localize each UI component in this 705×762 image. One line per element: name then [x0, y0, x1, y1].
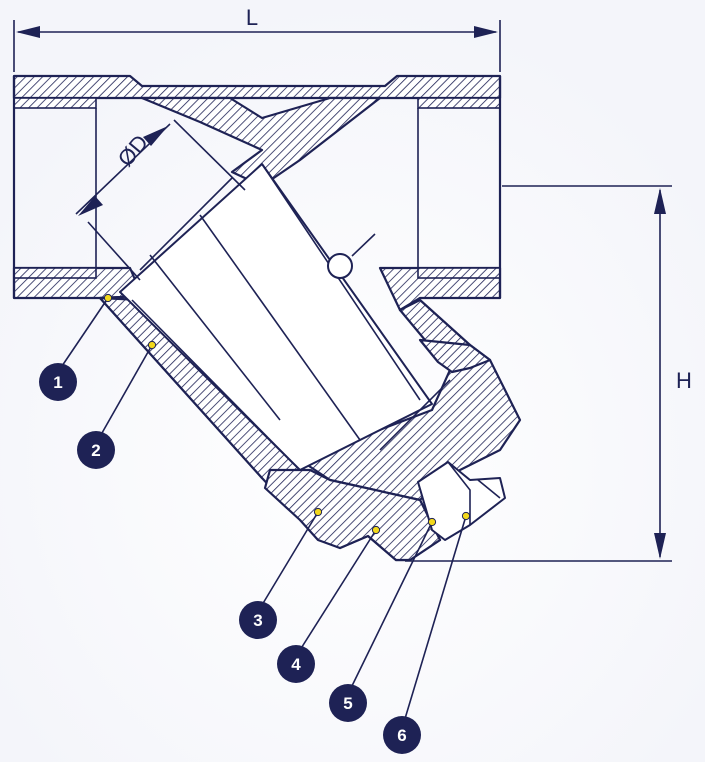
- marker-dot-5: [427, 517, 437, 527]
- marker-dot-4: [371, 525, 381, 535]
- dimension-l: L: [13, 5, 501, 72]
- marker-dot-3: [313, 507, 323, 517]
- callout-1-label: 1: [53, 373, 62, 392]
- callout-6: 6: [383, 716, 421, 754]
- callout-3: 3: [239, 601, 277, 639]
- callout-1: 1: [39, 363, 77, 401]
- callout-4: 4: [277, 645, 315, 683]
- dimension-h-label: H: [676, 368, 692, 393]
- marker-dot-1: [103, 293, 113, 303]
- marker-dot-2: [147, 340, 157, 350]
- dimension-l-label: L: [246, 5, 258, 30]
- dimension-h: H: [405, 185, 692, 562]
- callout-4-label: 4: [291, 655, 301, 674]
- callout-6-label: 6: [397, 726, 406, 745]
- leaders: [61, 293, 471, 723]
- filter-screen: [119, 163, 492, 471]
- valve-body: [12, 74, 522, 562]
- callout-2-label: 2: [91, 441, 100, 460]
- callout-5: 5: [329, 684, 367, 722]
- callout-3-label: 3: [253, 611, 262, 630]
- marker-dot-6: [461, 511, 471, 521]
- callout-5-label: 5: [343, 694, 352, 713]
- callout-2: 2: [77, 431, 115, 469]
